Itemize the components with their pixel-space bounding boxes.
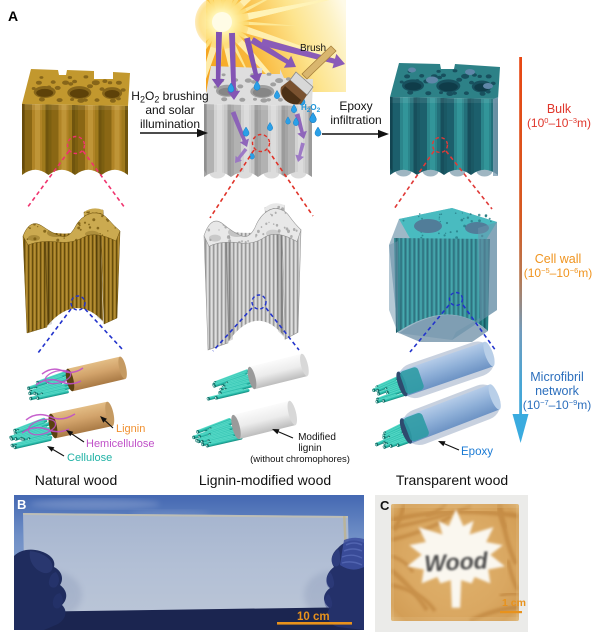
svg-text:infiltration: infiltration <box>330 113 381 127</box>
svg-text:Epoxy: Epoxy <box>461 446 493 458</box>
svg-text:Lignin: Lignin <box>116 423 145 435</box>
svg-text:1 cm: 1 cm <box>502 597 526 609</box>
svg-text:(10−5–10−6m): (10−5–10−6m) <box>524 266 593 280</box>
svg-text:Microfibril: Microfibril <box>530 370 583 384</box>
svg-text:Transparent wood: Transparent wood <box>396 472 508 488</box>
svg-text:H2O2: H2O2 <box>301 103 321 114</box>
svg-text:(without chromophores): (without chromophores) <box>250 454 350 465</box>
svg-text:10 cm: 10 cm <box>297 611 330 623</box>
svg-text:lignin: lignin <box>298 443 321 454</box>
svg-text:(100–10−3m): (100–10−3m) <box>527 116 591 130</box>
svg-text:Lignin-modified wood: Lignin-modified wood <box>199 472 331 488</box>
svg-text:(10−7–10−9m): (10−7–10−9m) <box>523 398 592 412</box>
svg-text:Wood: Wood <box>424 547 490 576</box>
svg-text:Epoxy: Epoxy <box>339 99 372 113</box>
svg-text:Cellulose: Cellulose <box>67 452 112 464</box>
svg-text:network: network <box>535 384 580 398</box>
svg-text:H2O2 brushing: H2O2 brushing <box>131 89 208 105</box>
svg-text:Brush: Brush <box>300 43 326 54</box>
svg-text:Bulk: Bulk <box>547 102 572 116</box>
svg-text:and solar: and solar <box>145 103 194 117</box>
svg-text:illumination: illumination <box>140 117 200 131</box>
svg-text:Modified: Modified <box>298 432 336 443</box>
svg-text:Cell wall: Cell wall <box>535 252 582 266</box>
svg-text:Natural wood: Natural wood <box>35 472 118 488</box>
svg-text:C: C <box>380 498 390 513</box>
svg-text:B: B <box>17 497 26 512</box>
svg-text:A: A <box>8 8 18 24</box>
svg-text:Hemicellulose: Hemicellulose <box>86 438 154 450</box>
